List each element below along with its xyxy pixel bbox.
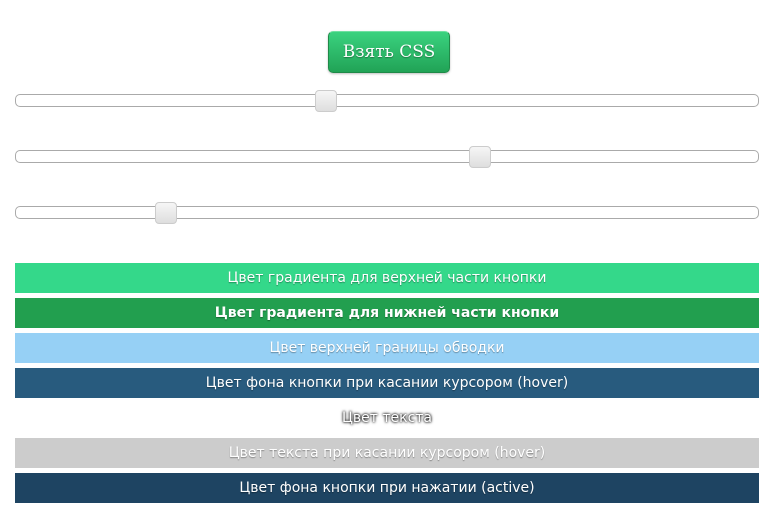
swatch-label: Цвет фона кнопки при касании курсором (h…	[205, 375, 569, 391]
slider-3-handle[interactable]	[154, 202, 177, 224]
color-swatch-active-background[interactable]: Цвет фона кнопки при нажатии (active)	[15, 473, 759, 503]
slider-1-track[interactable]	[15, 90, 759, 112]
color-swatch-border-top[interactable]: Цвет верхней границы обводки	[15, 333, 759, 363]
slider-3-track[interactable]	[15, 202, 759, 224]
swatch-label: Цвет текста	[342, 410, 432, 426]
color-swatch-gradient-bottom[interactable]: Цвет градиента для нижней части кнопки	[15, 298, 759, 328]
color-swatch-text-hover[interactable]: Цвет текста при касании курсором (hover)	[15, 438, 759, 468]
swatch-label: Цвет градиента для нижней части кнопки	[214, 305, 560, 321]
color-swatch-hover-background[interactable]: Цвет фона кнопки при касании курсором (h…	[15, 368, 759, 398]
slider-2-handle[interactable]	[469, 146, 492, 168]
swatch-label: Цвет градиента для верхней части кнопки	[227, 270, 547, 286]
swatch-label: Цвет верхней границы обводки	[269, 340, 505, 356]
slider-2-track[interactable]	[15, 146, 759, 168]
swatch-label: Цвет фона кнопки при нажатии (active)	[239, 480, 535, 496]
color-swatch-gradient-top[interactable]: Цвет градиента для верхней части кнопки	[15, 263, 759, 293]
swatch-label: Цвет текста при касании курсором (hover)	[228, 445, 546, 461]
slider-1-handle[interactable]	[315, 90, 338, 112]
take-css-button[interactable]: Взять CSS	[328, 31, 450, 73]
color-swatch-text[interactable]: Цвет текста	[15, 403, 759, 433]
